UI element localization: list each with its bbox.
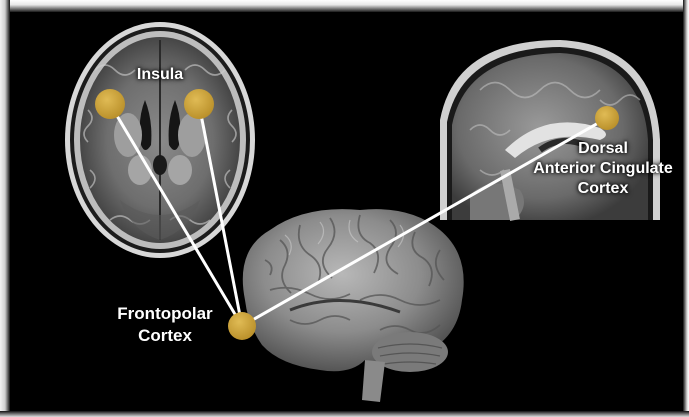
dacc-label-line-1: Dorsal: [508, 139, 689, 159]
left-insula-marker: [95, 89, 125, 119]
frontopolar-cortex-label: Frontopolar Cortex: [100, 303, 230, 347]
insula-label: Insula: [120, 66, 200, 84]
right-insula-marker: [184, 89, 214, 119]
frontopolar-label-line-1: Frontopolar: [100, 303, 230, 325]
frontopolar-marker: [228, 312, 256, 340]
dacc-label-line-2: Anterior Cingulate: [508, 159, 689, 179]
dorsal-anterior-cingulate-cortex-label: Dorsal Anterior Cingulate Cortex: [508, 139, 689, 199]
dacc-label-line-3: Cortex: [508, 179, 689, 199]
axial-brain-mri-image: [65, 22, 255, 258]
frontopolar-label-line-2: Cortex: [100, 325, 230, 347]
dacc-marker: [595, 106, 619, 130]
insula-label-text: Insula: [120, 66, 200, 84]
